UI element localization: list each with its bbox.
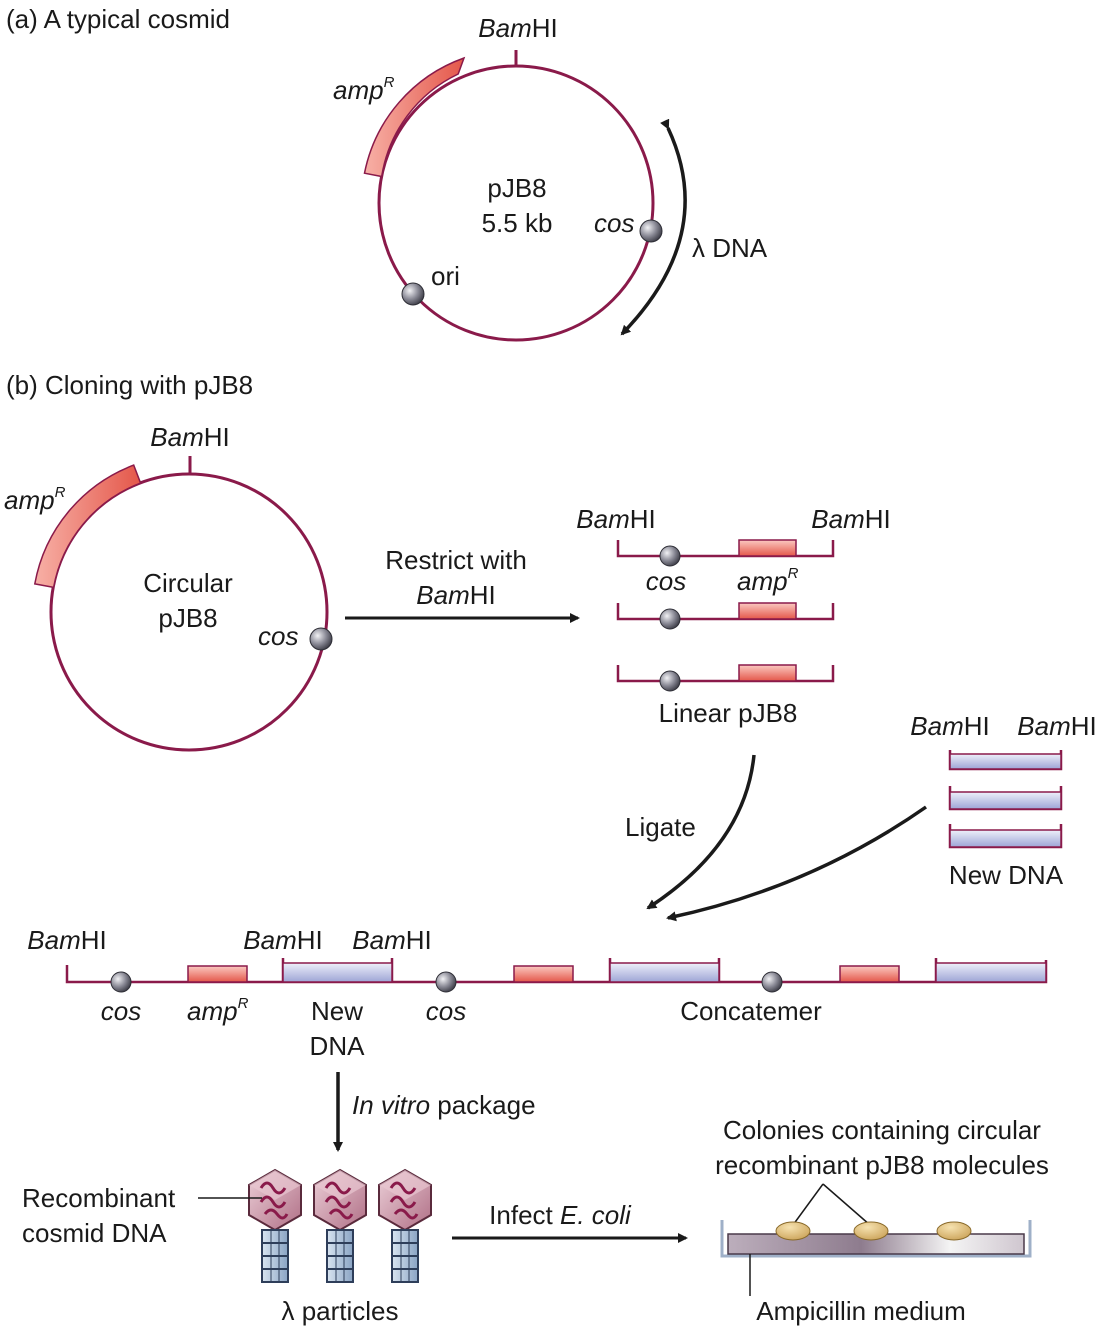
- lambda-particle: [248, 1168, 302, 1283]
- colony: [853, 1221, 889, 1241]
- concatemer-bamhi-1: BamHI: [27, 925, 106, 955]
- petri-dish: [720, 1220, 1032, 1258]
- colonies-label-2: recombinant pJB8 molecules: [715, 1150, 1049, 1180]
- ampr-label: ampR: [333, 74, 395, 105]
- lambda-dna-arrow: [620, 118, 687, 336]
- ampr-segment: [363, 56, 466, 178]
- circular-bamhi-label: BamHI: [150, 422, 229, 452]
- ampicillin-label: Ampicillin medium: [756, 1296, 966, 1326]
- ori-site: [401, 282, 425, 306]
- bamhi-label: BamHI: [478, 13, 557, 43]
- new-dna-fragment: [948, 786, 1063, 811]
- plasmid-size: 5.5 kb: [482, 208, 553, 238]
- panel-b-heading: (b) Cloning with pJB8: [6, 370, 253, 400]
- concatemer-ampr-label: ampR: [187, 995, 249, 1026]
- concatemer: [65, 958, 1048, 993]
- ligate-label: Ligate: [625, 812, 696, 842]
- lambda-particle: [378, 1168, 432, 1283]
- colony: [775, 1221, 811, 1241]
- panel-a: (a) A typical cosmid BamHI ampR pJB8 5.5…: [6, 4, 768, 342]
- concatemer-new-label-1: New: [311, 996, 363, 1026]
- concatemer-cos-label-2: cos: [426, 996, 466, 1026]
- concatemer-bamhi-2: BamHI: [243, 925, 322, 955]
- circular-label-1: Circular: [143, 568, 233, 598]
- recombinant-label-2: cosmid DNA: [22, 1218, 167, 1248]
- linear-fragment: [616, 539, 835, 567]
- new-dna-label: New DNA: [949, 860, 1064, 890]
- circular-ampr-label: ampR: [4, 484, 66, 515]
- circular-label-2: pJB8: [158, 603, 217, 633]
- lambda-dna-label: λ DNA: [692, 233, 768, 263]
- package-label: In vitro package: [352, 1090, 536, 1120]
- colony-leader-line: [822, 1183, 871, 1226]
- lambda-particle: [313, 1168, 367, 1283]
- circular-ampr-segment: [33, 464, 142, 589]
- restrict-label-1: Restrict with: [385, 545, 527, 575]
- cos-site: [639, 219, 663, 243]
- new-dna-fragment: [948, 750, 1063, 771]
- concatemer-bamhi-3: BamHI: [352, 925, 431, 955]
- linear-pjb8-label: Linear pJB8: [659, 698, 798, 728]
- linear-fragment: [616, 664, 835, 692]
- plasmid-name: pJB8: [487, 173, 546, 203]
- circular-cos-site: [309, 627, 333, 651]
- panel-b: (b) Cloning with pJB8 BamHI ampR Circula…: [4, 370, 1097, 1326]
- colonies-label-1: Colonies containing circular: [723, 1115, 1041, 1145]
- linear-bamhi-left: BamHI: [576, 504, 655, 534]
- lambda-particles-label: λ particles: [281, 1296, 398, 1326]
- concatemer-cos-label-1: cos: [101, 996, 141, 1026]
- ori-label: ori: [431, 261, 460, 291]
- colony: [936, 1221, 972, 1241]
- linear-ampr-label: ampR: [737, 565, 799, 596]
- recombinant-label-1: Recombinant: [22, 1183, 176, 1213]
- restrict-label-2: BamHI: [416, 580, 495, 610]
- ligate-arrow-right: [666, 805, 928, 922]
- new-dna-bamhi-right: BamHI: [1017, 711, 1096, 741]
- panel-a-heading: (a) A typical cosmid: [6, 4, 230, 34]
- linear-cos-label: cos: [646, 566, 686, 596]
- linear-bamhi-right: BamHI: [811, 504, 890, 534]
- infect-label: Infect E. coli: [489, 1200, 632, 1230]
- cos-label: cos: [594, 208, 634, 238]
- new-dna-fragment: [948, 824, 1063, 849]
- linear-fragment: [616, 602, 835, 630]
- concatemer-label: Concatemer: [680, 996, 822, 1026]
- circular-cos-label: cos: [258, 621, 298, 651]
- colony-leader-line: [792, 1183, 824, 1226]
- ligate-arrow-left: [646, 754, 756, 910]
- new-dna-bamhi-left: BamHI: [910, 711, 989, 741]
- concatemer-new-label-2: DNA: [310, 1031, 366, 1061]
